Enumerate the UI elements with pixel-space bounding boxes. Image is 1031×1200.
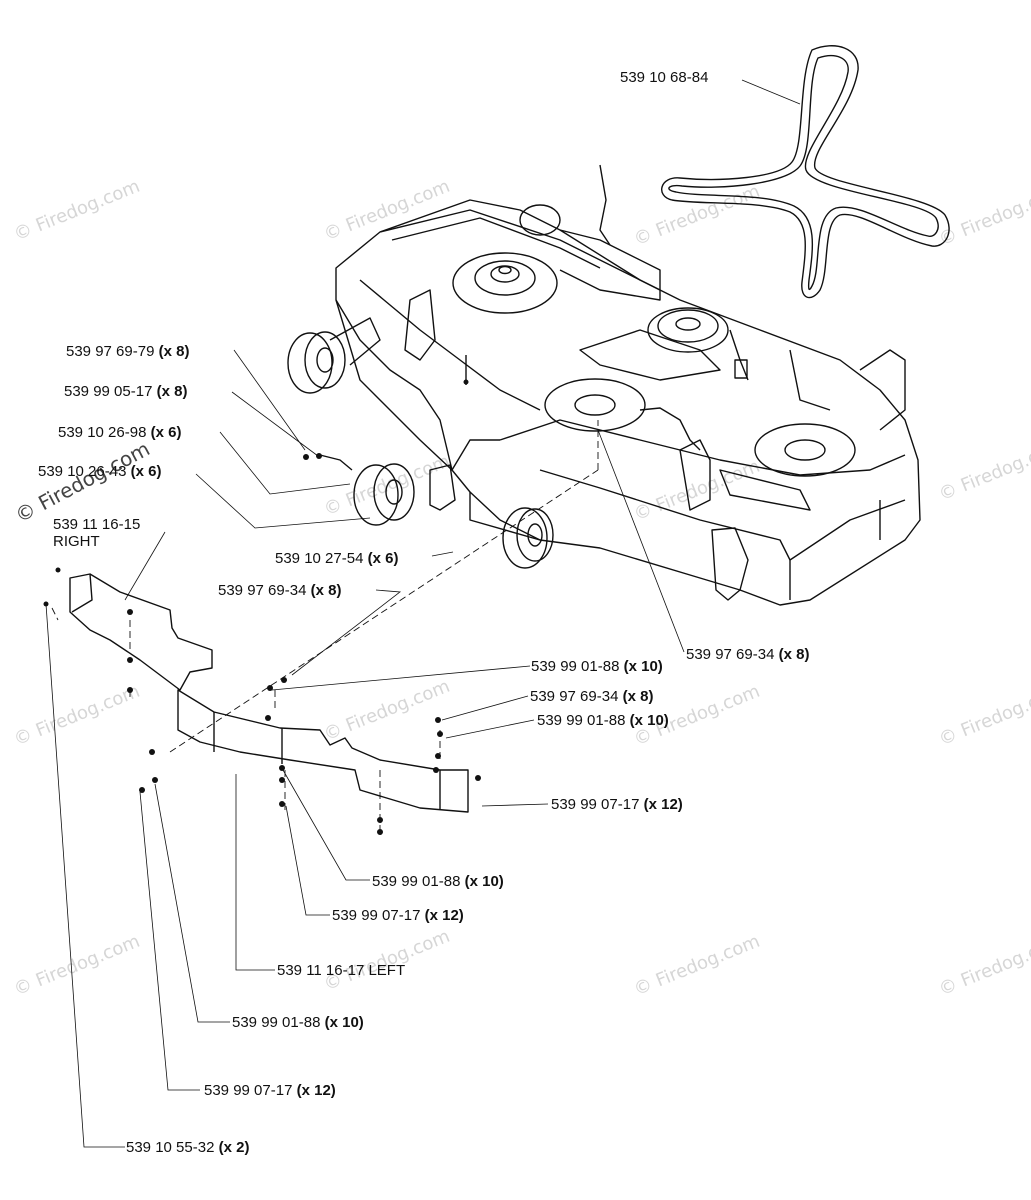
callout-label: 539 97 69-79 (x 8): [66, 343, 190, 360]
callout-label: 539 10 26-98 (x 6): [58, 424, 182, 441]
callout-label: 539 10 26-43 (x 6): [38, 463, 162, 480]
callout-label: 539 99 01-88 (x 10): [232, 1014, 364, 1031]
callout-label: 539 99 07-17 (x 12): [551, 796, 683, 813]
callout-label: 539 99 01-88 (x 10): [537, 712, 669, 729]
callout-label: 539 10 55-32 (x 2): [126, 1139, 250, 1156]
callout-label: 539 10 27-54 (x 6): [275, 550, 399, 567]
baffle-left: [177, 689, 469, 813]
callout-label: 539 99 01-88 (x 10): [372, 873, 504, 890]
callout-label: 539 97 69-34 (x 8): [686, 646, 810, 663]
callout-label: 539 97 69-34 (x 8): [218, 582, 342, 599]
mower-deck: [287, 164, 921, 606]
callout-label: 539 99 07-17 (x 12): [204, 1082, 336, 1099]
callout-label: 539 99 05-17 (x 8): [64, 383, 188, 400]
drive-belt: [661, 45, 950, 299]
baffle-right: [69, 573, 213, 691]
callout-label: 539 99 01-88 (x 10): [531, 658, 663, 675]
callout-label: 539 11 16-17 LEFT: [277, 962, 406, 979]
callout-label: 539 99 07-17 (x 12): [332, 907, 464, 924]
callout-label: 539 10 68-84: [620, 69, 709, 86]
callout-label: 539 97 69-34 (x 8): [530, 688, 654, 705]
